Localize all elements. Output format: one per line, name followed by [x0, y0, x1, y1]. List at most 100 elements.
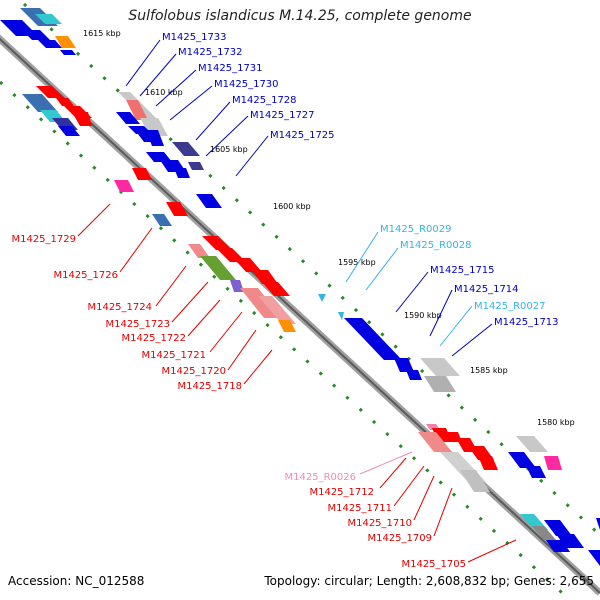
gene-feature: [596, 518, 600, 530]
gene-label: M1425_1724: [87, 302, 152, 313]
gene-feature: [152, 214, 172, 226]
gene-labels-blue: M1425_1733 M1425_1732 M1425_1731 M1425_1…: [162, 32, 559, 328]
gene-feature: [22, 30, 50, 40]
genome-summary-text: Topology: circular; Length: 2,608,832 bp…: [264, 574, 594, 588]
gene-feature: [146, 130, 164, 146]
gene-label: M1425_1720: [161, 366, 226, 377]
gene-feature: [278, 320, 296, 332]
gene-label: M1425_1731: [198, 63, 263, 74]
page-title: Sulfolobus islandicus M.14.25, complete …: [128, 8, 472, 24]
gene-feature: [420, 358, 460, 376]
leader-lines-blue: [125, 39, 493, 357]
scale-label: 1615 kbp: [83, 29, 121, 38]
gene-label: M1425_1712: [309, 487, 374, 498]
scale-label: 1590 kbp: [404, 311, 442, 320]
gene-feature: [546, 540, 570, 552]
gene-feature: [258, 296, 296, 324]
scale-label: 1595 kbp: [338, 258, 376, 267]
gene-label: M1425_1732: [178, 47, 243, 58]
gene-label: M1425_1710: [347, 518, 412, 529]
gene-feature: [200, 256, 236, 280]
gene-label: M1425_R0028: [400, 240, 471, 251]
gene-feature: [588, 550, 600, 566]
gene-feature: [126, 100, 148, 120]
gene-feature: [478, 456, 498, 470]
gene-label: M1425_1733: [162, 32, 227, 43]
gene-label: M1425_1718: [177, 381, 242, 392]
gene-labels-red: M1425_1729 M1425_1726 M1425_1724 M1425_1…: [11, 234, 466, 570]
gene-label: M1425_1728: [232, 95, 297, 106]
gene-feature: [58, 126, 80, 136]
gene-feature: [252, 270, 278, 284]
gene-feature: [140, 118, 168, 136]
gene-label: M1425_1730: [214, 79, 279, 90]
gene-label: M1425_R0026: [285, 472, 356, 483]
gene-feature: [544, 456, 562, 470]
gene-feature: [188, 162, 204, 170]
gene-label: M1425_R0027: [474, 301, 545, 312]
gene-feature: [526, 466, 546, 478]
gene-feature: [230, 280, 244, 292]
gene-feature: [56, 98, 74, 106]
gene-features: [0, 8, 600, 566]
gene-labels-pink: M1425_R0026: [285, 472, 356, 483]
scale-labels: 1615 kbp 1610 kbp 1605 kbp 1600 kbp 1595…: [83, 29, 575, 427]
scale-label: 1580 kbp: [537, 418, 575, 427]
gene-feature: [132, 168, 152, 180]
gene-feature: [114, 180, 134, 192]
gene-labels-cyan: M1425_R0029 M1425_R0028 M1425_R0027: [380, 224, 545, 312]
scale-label: 1600 kbp: [273, 202, 311, 211]
gene-feature: [424, 376, 456, 392]
gene-label: M1425_1727: [250, 110, 315, 121]
gene-label: M1425_1729: [11, 234, 76, 245]
accession-text: Accession: NC_012588: [8, 574, 145, 588]
leader-lines-red: [77, 203, 517, 563]
gene-feature: [338, 312, 344, 320]
gene-feature: [406, 370, 422, 380]
gene-label: M1425_1725: [270, 130, 335, 141]
gene-feature: [22, 94, 58, 112]
gene-feature: [394, 358, 414, 372]
gene-feature: [55, 36, 76, 48]
gene-feature: [196, 194, 222, 208]
gene-label: M1425_1714: [454, 284, 519, 295]
gene-feature: [36, 86, 64, 98]
gene-feature: [262, 282, 290, 296]
gene-feature: [508, 452, 536, 468]
gene-feature: [318, 294, 326, 302]
gene-label: M1425_1709: [367, 533, 432, 544]
gene-feature: [72, 112, 92, 126]
gene-feature: [202, 236, 232, 250]
scale-label: 1585 kbp: [470, 366, 508, 375]
gene-feature: [532, 526, 556, 540]
gene-label: M1425_1713: [494, 317, 559, 328]
tick-track-lower: [0, 80, 572, 600]
gene-feature: [35, 14, 62, 24]
gene-label: M1425_1705: [401, 559, 466, 570]
gene-feature: [460, 470, 490, 492]
scale-label: 1610 kbp: [145, 88, 183, 97]
genome-backbone: [0, 34, 600, 596]
gene-feature: [418, 432, 452, 452]
gene-label: M1425_1721: [141, 350, 206, 361]
gene-feature: [166, 202, 188, 216]
gene-feature: [516, 436, 548, 452]
gene-label: M1425_R0029: [380, 224, 451, 235]
gene-label: M1425_1726: [53, 270, 118, 281]
gene-label: M1425_1723: [105, 319, 170, 330]
leader-lines-cyan: [345, 231, 473, 347]
gene-feature: [544, 520, 572, 536]
leader-lines-pink: [359, 451, 413, 475]
gene-feature: [234, 258, 262, 272]
gene-label: M1425_1722: [121, 333, 186, 344]
gene-label: M1425_1711: [327, 503, 392, 514]
gene-label: M1425_1715: [430, 265, 495, 276]
gene-feature: [188, 244, 210, 258]
gene-feature: [60, 50, 76, 55]
gene-feature: [172, 142, 200, 156]
gene-feature: [146, 152, 172, 162]
gene-feature: [174, 168, 190, 178]
gene-feature: [128, 126, 152, 134]
scale-label: 1605 kbp: [210, 145, 248, 154]
